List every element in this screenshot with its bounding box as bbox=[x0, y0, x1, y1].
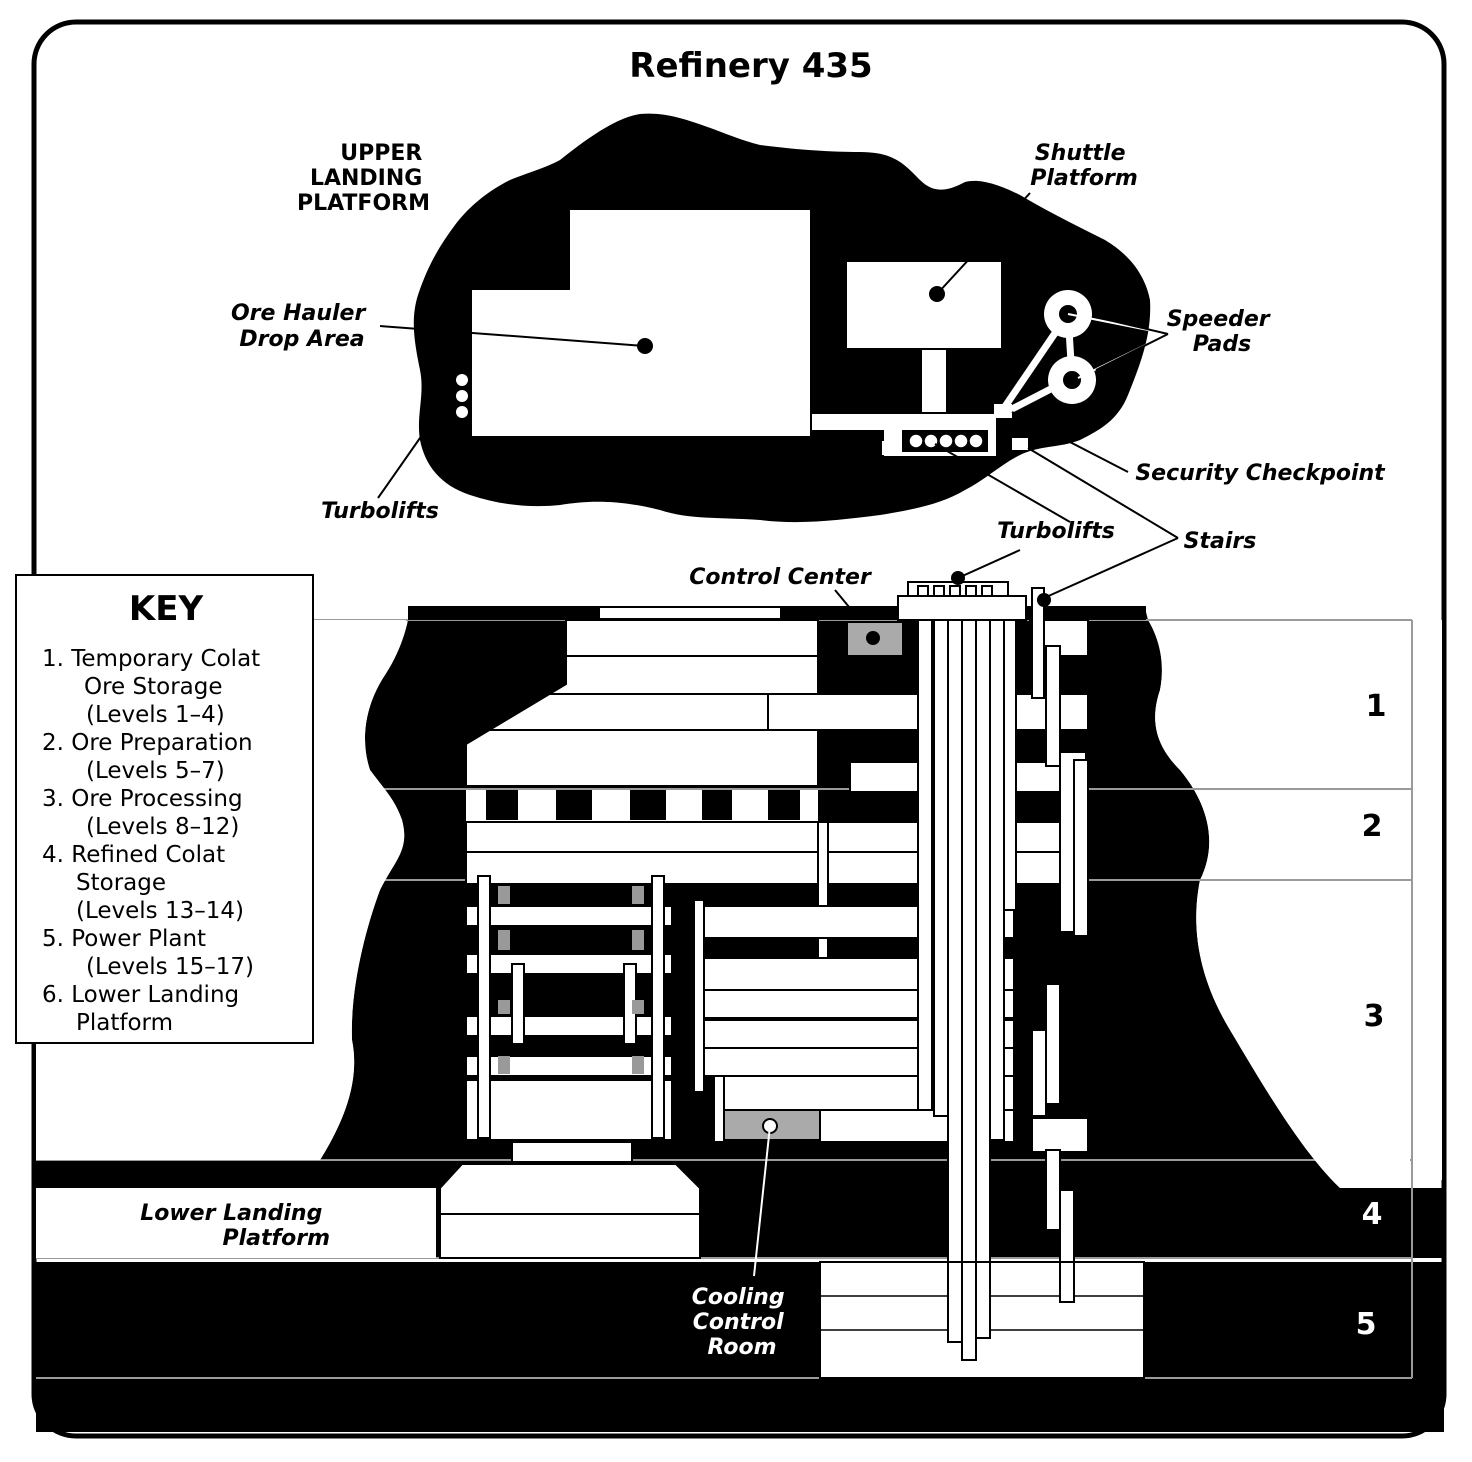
key-list: 1. Temporary Colat Ore Storage (Levels 1… bbox=[42, 646, 268, 1036]
shuttle-platform-label: Shuttle Platform bbox=[1030, 141, 1138, 191]
upper-landing-platform-label: UPPER LANDING PLATFORM bbox=[297, 141, 430, 216]
turbolift-shafts-main bbox=[897, 581, 1027, 1361]
control-center-label: Control Center bbox=[689, 565, 872, 590]
shuttle-platform bbox=[847, 262, 1001, 348]
level-number-5: 5 bbox=[1356, 1307, 1377, 1342]
lower-landing-platform-label: Lower Landing Platform bbox=[140, 1201, 330, 1251]
shuttle-platform-stem bbox=[922, 350, 946, 412]
level-number-3: 3 bbox=[1364, 999, 1385, 1034]
speeder-pads bbox=[1001, 290, 1096, 414]
stairs-upper-right bbox=[1012, 438, 1028, 450]
map-title: Refinery 435 bbox=[629, 46, 872, 86]
turbolifts-left-label: Turbolifts bbox=[321, 499, 439, 524]
stairs-label: Stairs bbox=[1184, 529, 1257, 554]
lower-landing-platform bbox=[439, 1163, 701, 1259]
ore-hauler-drop-area bbox=[472, 210, 810, 436]
turbolifts-left-shafts bbox=[456, 374, 468, 418]
level-number-4: 4 bbox=[1362, 1197, 1383, 1232]
right-open-area bbox=[1150, 622, 1410, 1188]
level-number-2: 2 bbox=[1362, 809, 1383, 844]
ore-processing-left bbox=[465, 875, 673, 1141]
map-key: KEY 1. Temporary Colat Ore Storage (Leve… bbox=[15, 574, 314, 1044]
ore-hauler-drop-area-label: Ore Hauler Drop Area bbox=[231, 301, 373, 352]
connector-walkway bbox=[812, 414, 884, 430]
turbolift-shafts-upper bbox=[908, 433, 984, 449]
security-checkpoint-label: Security Checkpoint bbox=[1135, 461, 1386, 486]
bottom-band bbox=[36, 1378, 1444, 1430]
turbolifts-marker bbox=[951, 571, 965, 585]
ore-prep-checker bbox=[466, 790, 818, 822]
key-title: KEY bbox=[129, 589, 204, 629]
level-number-1: 1 bbox=[1366, 689, 1387, 724]
speeder-pads-label: Speeder Pads bbox=[1167, 307, 1278, 357]
stairs-upper bbox=[882, 441, 902, 455]
stairs-shaft bbox=[1031, 587, 1045, 699]
turbolifts-right-label: Turbolifts bbox=[997, 519, 1115, 544]
colat-storage-block bbox=[465, 619, 819, 787]
stairs-marker bbox=[1037, 593, 1051, 607]
cooling-control-room-label: Cooling Control Room bbox=[692, 1285, 793, 1360]
